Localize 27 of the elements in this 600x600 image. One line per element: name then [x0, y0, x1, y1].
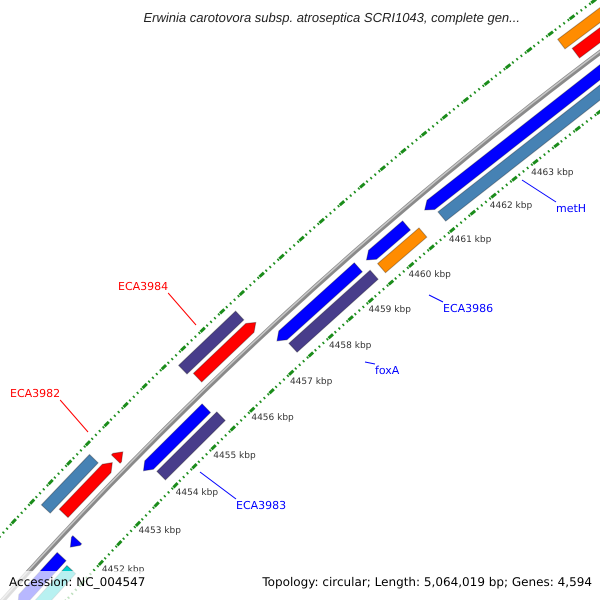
- scale-label: 4456 kbp: [251, 413, 294, 424]
- scale-label: 4458 kbp: [328, 340, 372, 351]
- scale-label: 4454 kbp: [176, 488, 218, 498]
- leader-line: [364, 362, 376, 364]
- gene-label: ECA3986: [443, 302, 494, 315]
- scale-label: 4452 kbp: [102, 564, 144, 575]
- scale-label: 4460 kbp: [408, 270, 451, 280]
- leader-line: [168, 292, 196, 326]
- scale-label: 4457 kbp: [290, 376, 332, 387]
- scale-label: 4463 kbp: [531, 168, 574, 178]
- leader-line: [428, 294, 444, 302]
- accession-text: Accession: NC_004547: [9, 575, 146, 589]
- gene-label: ECA3984: [118, 280, 168, 293]
- scale-label: 4462 kbp: [490, 201, 532, 212]
- gene-label: ECA3982: [10, 387, 60, 400]
- topology-text: Topology: circular; Length: 5,064,019 bp; Genes: 4,594: [262, 575, 592, 589]
- leader-line: [60, 400, 88, 432]
- title: Erwinia carotovora subsp. atroseptica SCRI1043, complete gen...: [144, 10, 520, 25]
- gene-label: foxA: [375, 364, 400, 377]
- scale-label: 4453 kbp: [138, 526, 181, 536]
- leader-line: [522, 180, 556, 202]
- scale-label: 4459 kbp: [368, 305, 411, 316]
- leader-line: [200, 472, 236, 500]
- gene-label: metH: [556, 202, 586, 215]
- scale-label: 4455 kbp: [213, 450, 256, 461]
- gene-label: ECA3983: [236, 499, 286, 512]
- scale-label: 4461 kbp: [448, 235, 492, 246]
